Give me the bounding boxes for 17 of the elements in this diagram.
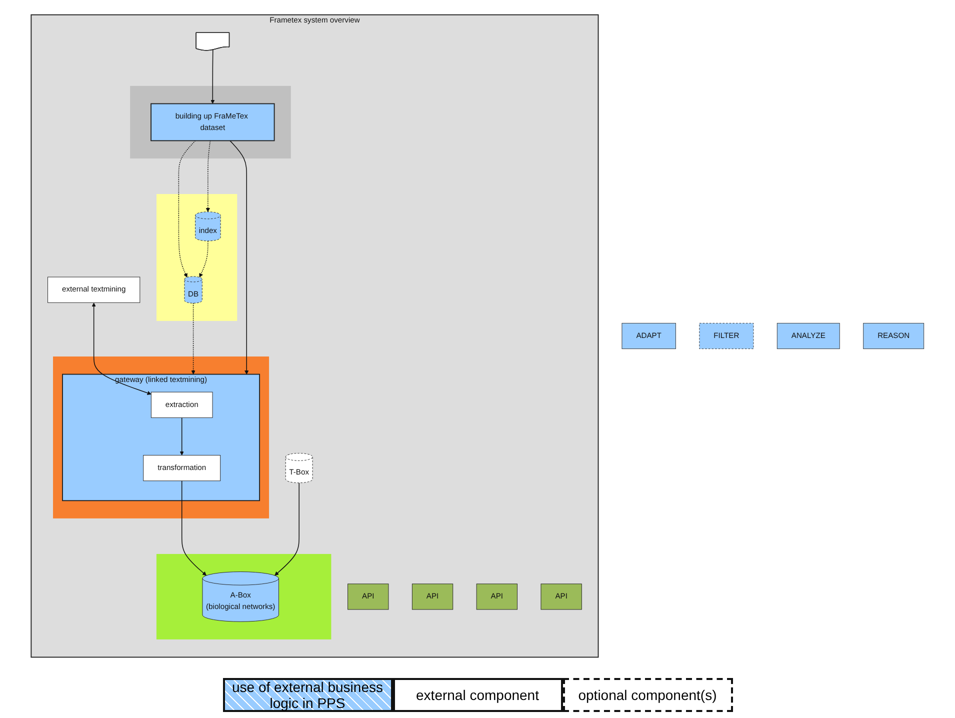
arrow xyxy=(230,140,249,374)
arrow xyxy=(92,302,152,395)
arrow xyxy=(181,480,206,576)
arrow xyxy=(180,417,184,456)
arrow xyxy=(274,482,300,576)
legend-entry: use of external business logic in PPS xyxy=(222,678,392,712)
cluster xyxy=(156,554,332,640)
cluster xyxy=(53,356,270,518)
arrow xyxy=(210,49,215,104)
cluster xyxy=(130,86,291,158)
arrow xyxy=(178,140,196,278)
arrow xyxy=(206,140,211,212)
legend-entry: external component xyxy=(392,678,562,712)
legend-entry: optional component(s) xyxy=(562,678,732,712)
arrow xyxy=(199,240,208,278)
arrow xyxy=(191,302,196,374)
cluster xyxy=(156,194,238,321)
